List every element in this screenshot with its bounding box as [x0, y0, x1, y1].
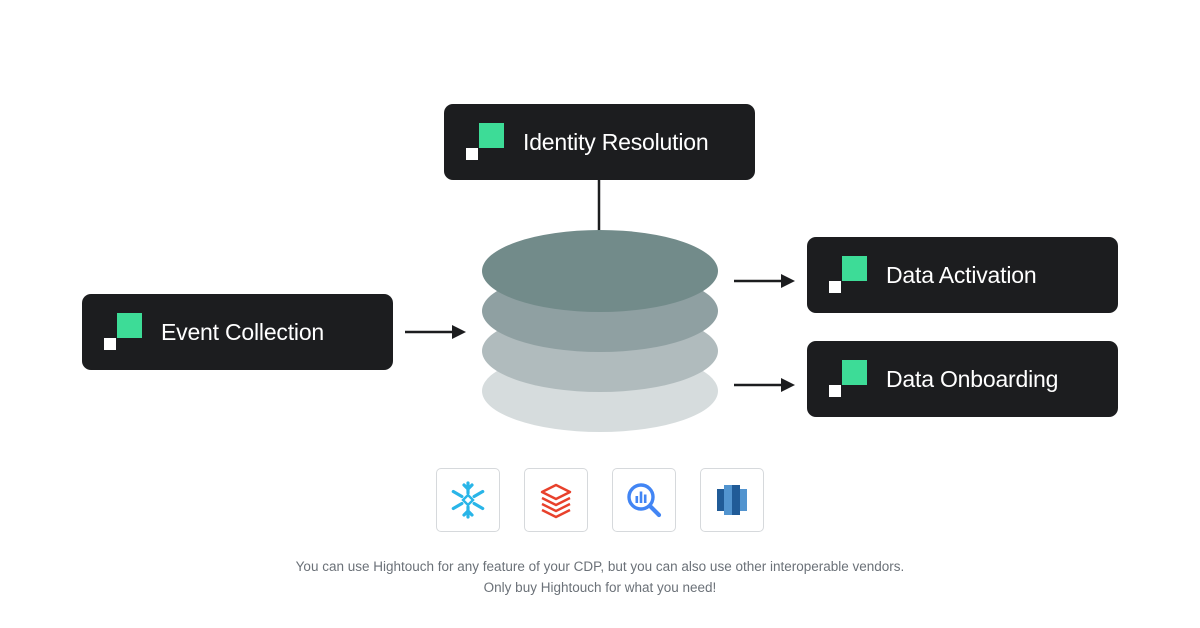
- identity-resolution-label: Identity Resolution: [523, 128, 709, 155]
- hightouch-logo-icon: [829, 360, 869, 398]
- activation-arrow-icon: [734, 274, 795, 288]
- onboarding-arrow-icon: [734, 378, 795, 392]
- hightouch-logo-icon: [829, 256, 869, 294]
- event-collection-node: Event Collection: [82, 294, 393, 370]
- data-activation-label: Data Activation: [886, 261, 1037, 288]
- redshift-icon: [717, 485, 747, 515]
- data-onboarding-node: Data Onboarding: [807, 341, 1118, 417]
- event-arrow-icon: [405, 325, 466, 339]
- databricks-vendor-tile: [524, 468, 588, 532]
- redshift-vendor-tile: [700, 468, 764, 532]
- data-activation-node: Data Activation: [807, 237, 1118, 313]
- data-onboarding-label: Data Onboarding: [886, 365, 1059, 392]
- data-warehouse-stack-icon: [482, 230, 718, 432]
- event-collection-label: Event Collection: [161, 318, 324, 345]
- databricks-icon: [540, 483, 572, 519]
- snowflake-vendor-tile: [436, 468, 500, 532]
- snowflake-icon: [451, 481, 485, 519]
- identity-resolution-node: Identity Resolution: [444, 104, 755, 180]
- hightouch-logo-icon: [104, 313, 144, 351]
- hightouch-logo-icon: [466, 123, 506, 161]
- bigquery-icon: [627, 483, 662, 518]
- warehouse-layer-1: [482, 230, 718, 312]
- caption-line-1: You can use Hightouch for any feature of…: [295, 559, 905, 574]
- caption-line-2: Only buy Hightouch for what you need!: [483, 580, 717, 595]
- bigquery-vendor-tile: [612, 468, 676, 532]
